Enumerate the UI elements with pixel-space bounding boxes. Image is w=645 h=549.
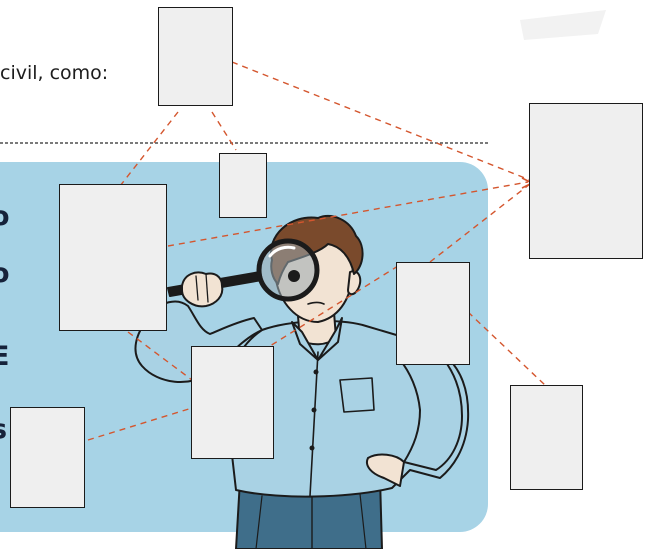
placeholder-box-bottom-left xyxy=(10,407,85,508)
watermark-mark xyxy=(520,10,606,40)
placeholder-box-right xyxy=(529,103,643,259)
shirt-placket xyxy=(309,351,319,497)
connector-line xyxy=(167,181,529,247)
finger-line xyxy=(205,273,209,303)
finger-line xyxy=(195,275,199,301)
placeholder-box-center-right xyxy=(396,262,470,365)
raised-hand xyxy=(181,271,224,308)
connector-line xyxy=(467,311,547,387)
cut-letter-1: o xyxy=(0,201,10,232)
cut-letter-4: s xyxy=(0,416,7,443)
shirt-button xyxy=(309,445,315,451)
cut-letter-2: o xyxy=(0,258,10,289)
jeans-seam-left xyxy=(255,495,263,549)
collar-right xyxy=(317,317,343,361)
cut-letter-3: E xyxy=(0,341,10,372)
placeholder-box-top xyxy=(158,7,233,106)
jeans-seam-right xyxy=(359,493,367,549)
connectors xyxy=(87,61,547,441)
connector-line xyxy=(269,265,399,347)
connector-line xyxy=(211,111,237,151)
shirt-pocket xyxy=(339,377,375,413)
placeholder-box-small xyxy=(219,153,267,218)
connector-line xyxy=(87,407,193,441)
connector-line xyxy=(119,111,179,187)
connector-line xyxy=(231,61,531,181)
magnified-eye xyxy=(288,270,300,282)
shirt-right-arm xyxy=(399,341,463,471)
hip-hand xyxy=(366,453,405,487)
intro-text: civil, como: xyxy=(0,62,109,84)
mouth xyxy=(307,301,325,305)
magnifying-glass-icon xyxy=(256,238,320,302)
connector-line xyxy=(127,331,193,381)
placeholder-box-left-large xyxy=(59,184,167,331)
lens-glare xyxy=(268,245,296,258)
shirt-button xyxy=(311,407,317,413)
placeholder-box-center xyxy=(191,346,274,459)
placeholder-box-bottom-right xyxy=(510,385,583,490)
shirt-button xyxy=(313,369,319,375)
